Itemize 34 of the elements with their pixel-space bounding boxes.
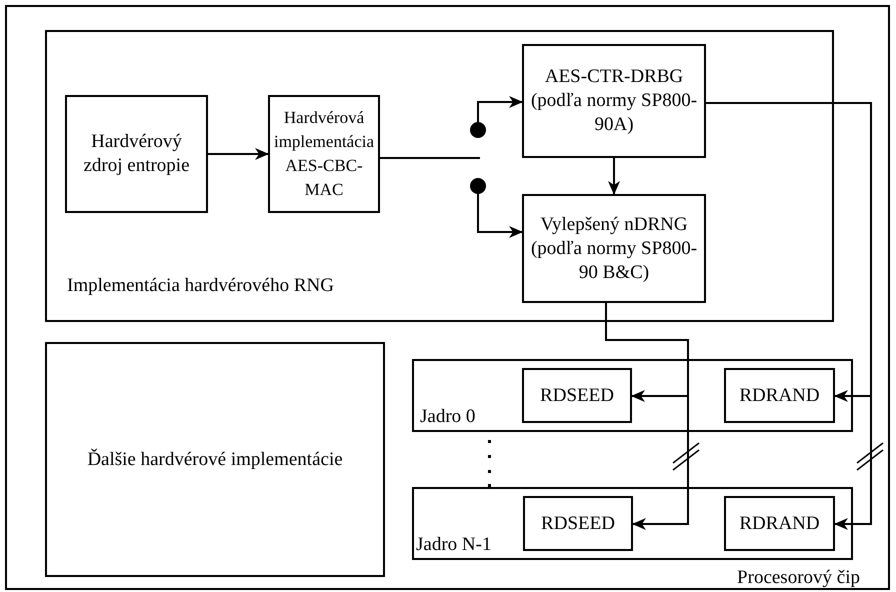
process-box (724, 496, 835, 551)
box-label: RDSEED (541, 512, 615, 536)
process-box (523, 496, 633, 551)
process-box (522, 194, 706, 303)
box-label: Vylepšený nDRNG (podľa normy SP800-90 B&C) (530, 212, 698, 284)
box-label: Ďalšie hardvérové implementácie (87, 448, 343, 472)
core-box (412, 487, 853, 560)
switch-contact (470, 122, 486, 138)
chip-frame (5, 5, 890, 590)
arrow (477, 194, 523, 238)
process-box (522, 44, 706, 158)
box-label: Hardvérová implementácia AES-CBC-MAC (274, 107, 374, 201)
arrow (605, 303, 689, 530)
group-label: Jadro N-1 (416, 533, 492, 557)
core-box (412, 359, 853, 432)
group-label: Implementácia hardvérového RNG (67, 274, 334, 298)
box-label: RDRAND (739, 512, 820, 536)
process-box (724, 368, 835, 423)
box-label: RDSEED (540, 384, 614, 408)
arrow (706, 102, 872, 530)
switch-contact (470, 178, 486, 194)
process-box (45, 342, 385, 577)
arrow (208, 148, 269, 160)
arrow (608, 158, 620, 195)
box-label: AES-CTR-DRBG (podľa normy SP800-90A) (530, 65, 698, 137)
group-label: Jadro 0 (420, 405, 476, 429)
arrow (477, 96, 523, 122)
box-label: RDRAND (739, 384, 820, 408)
box-label: Hardvérový zdroj entropie (82, 130, 191, 178)
group-label: Procesorový čip (737, 566, 860, 590)
process-box (522, 368, 632, 423)
process-box (65, 95, 208, 213)
module-box (45, 30, 834, 322)
process-box (268, 95, 380, 213)
